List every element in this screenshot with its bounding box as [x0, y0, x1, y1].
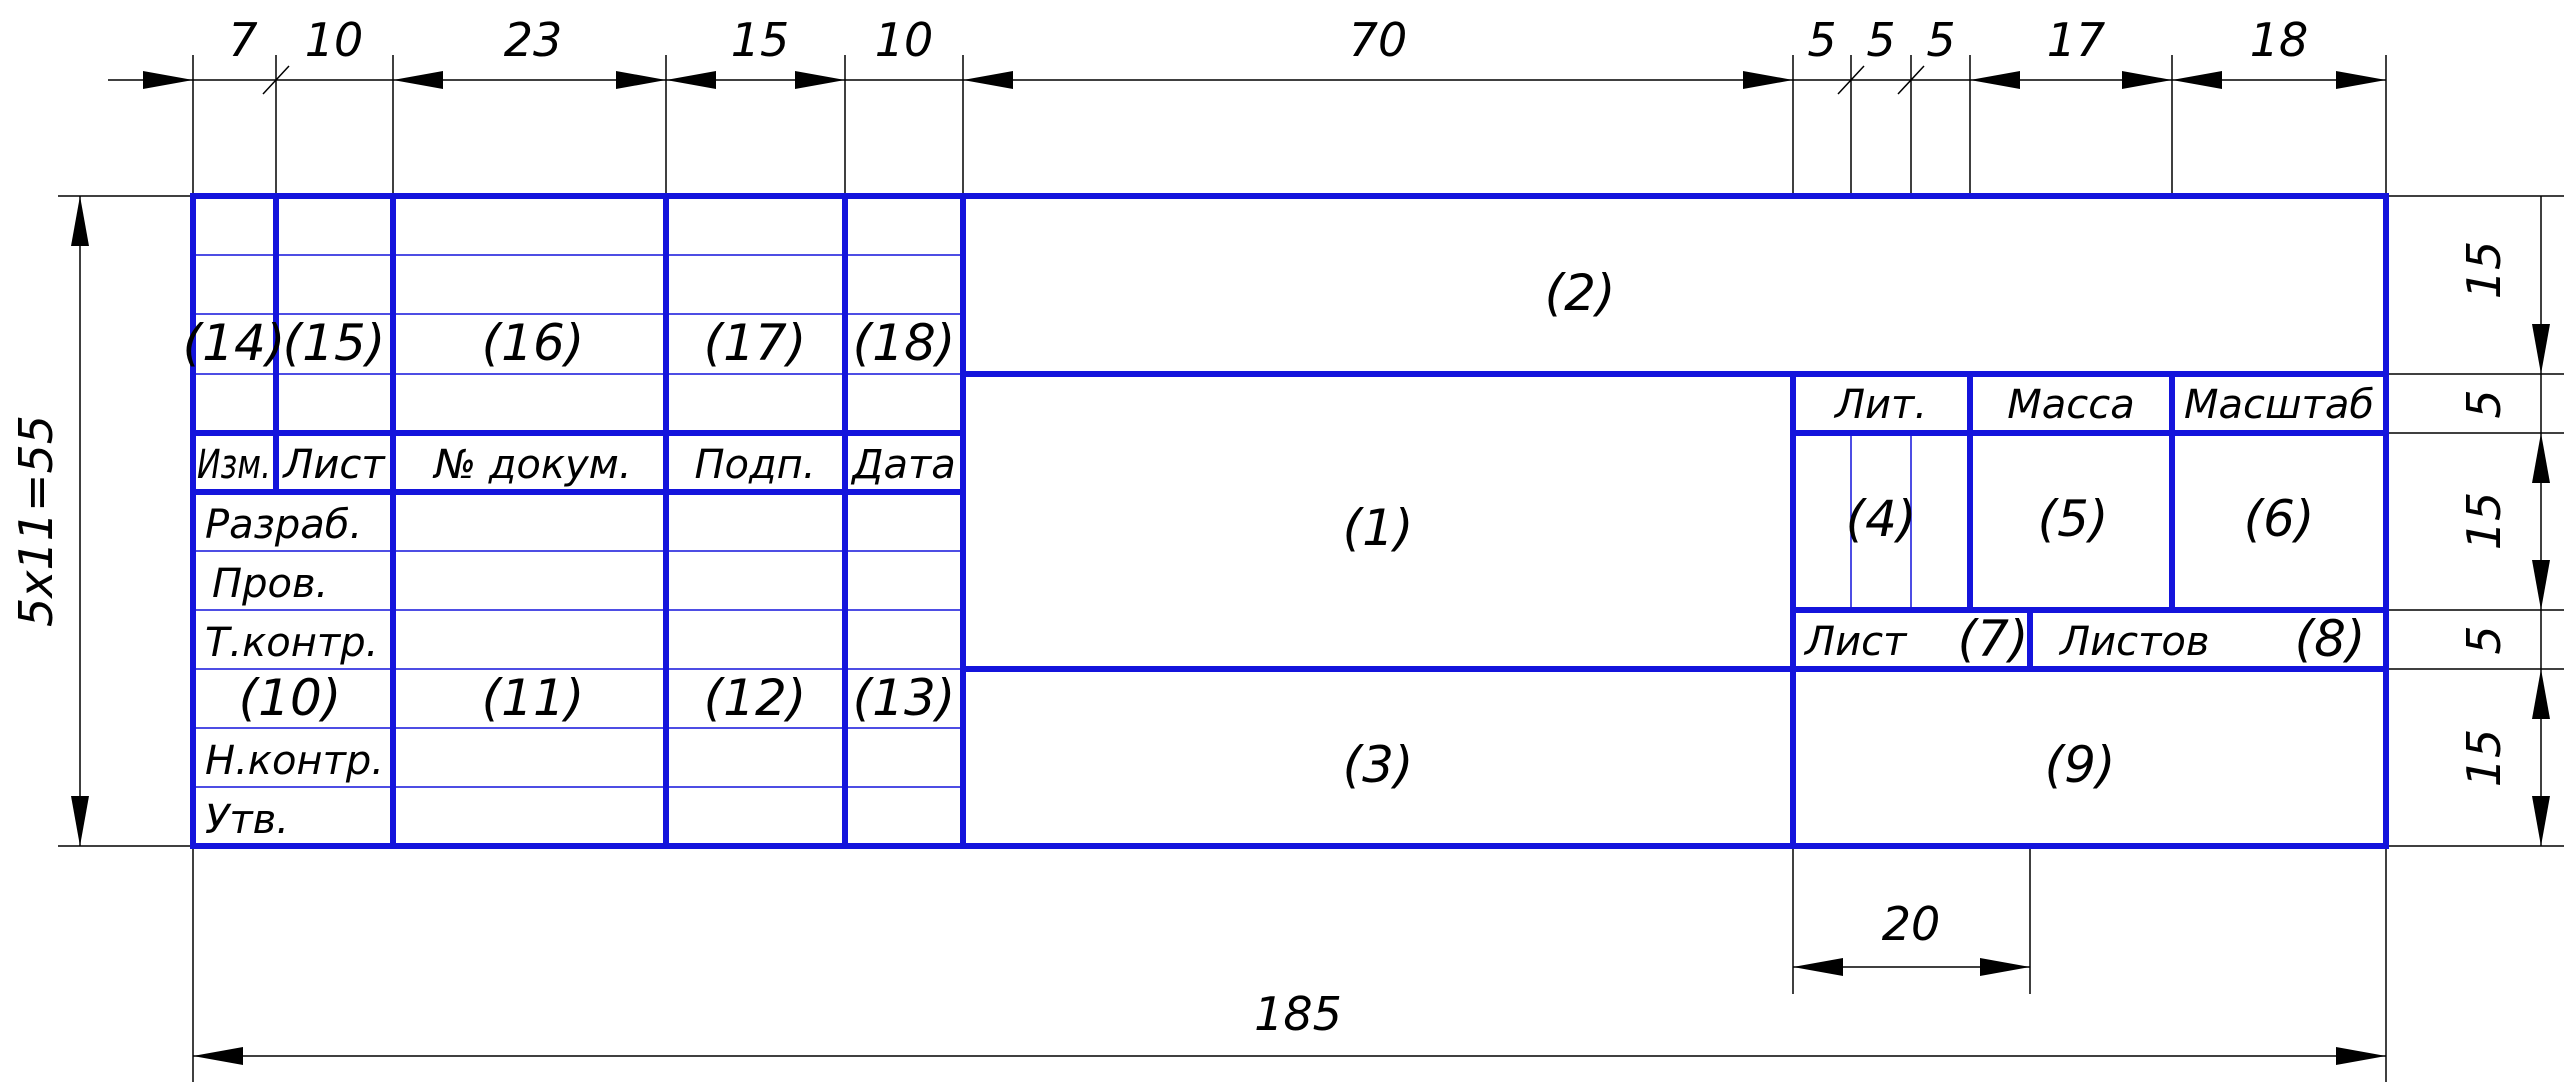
label-prov: Пров. — [212, 561, 328, 607]
title-block-frame — [190, 193, 2389, 849]
field-16: (16) — [482, 314, 585, 372]
arrow-right-icon — [2336, 71, 2386, 89]
arrow-right-icon — [2336, 1047, 2386, 1065]
label-massa: Масса — [2007, 382, 2135, 428]
dimension-arrows — [71, 71, 2550, 1065]
arrow-right-icon — [616, 71, 666, 89]
field-13: (13) — [853, 669, 956, 727]
label-listov: Листов — [2058, 619, 2209, 665]
field-11: (11) — [482, 669, 585, 727]
label-podp: Подп. — [694, 442, 815, 488]
dim-top-8: 5 — [1866, 13, 1895, 67]
field-9: (9) — [2045, 736, 2116, 794]
arrow-right-icon — [1743, 71, 1793, 89]
arrow-down-icon — [2532, 560, 2550, 610]
field-14: (14) — [183, 314, 286, 372]
dim-top-2: 10 — [305, 13, 364, 67]
arrow-down-icon — [2532, 324, 2550, 374]
dim-top-6: 70 — [1349, 13, 1408, 67]
label-list-sheet: Лист — [1803, 619, 1908, 665]
field-17: (17) — [704, 314, 807, 372]
arrow-left-icon — [2172, 71, 2222, 89]
dimension-values: 7 10 23 15 10 70 5 5 5 17 18 5x11=55 15 … — [9, 13, 2511, 1041]
dim-bottom-total: 185 — [1254, 987, 1342, 1041]
dim-top-11: 18 — [2250, 13, 2309, 67]
label-lit: Лит. — [1833, 382, 1927, 428]
arrow-right-icon — [2122, 71, 2172, 89]
dim-top-4: 15 — [731, 13, 790, 67]
field-3: (3) — [1343, 736, 1414, 794]
label-masshtab: Масштаб — [2184, 382, 2374, 428]
dim-top-10: 17 — [2047, 13, 2106, 67]
arrow-right-icon — [795, 71, 845, 89]
arrow-down-icon — [71, 796, 89, 846]
label-razrab: Разраб. — [205, 502, 362, 548]
field-2: (2) — [1545, 264, 1616, 322]
arrow-left-icon — [193, 1047, 243, 1065]
arrow-left-icon — [666, 71, 716, 89]
arrow-up-icon — [71, 196, 89, 246]
dim-right-4: 5 — [2457, 625, 2511, 654]
dimension-lines — [58, 55, 2564, 1082]
dim-top-9: 5 — [1926, 13, 1955, 67]
arrow-left-icon — [963, 71, 1013, 89]
dim-bottom-inner: 20 — [1882, 897, 1941, 951]
cell-labels: Изм. Лист № докум. Подп. Дата Разраб. Пр… — [197, 382, 2374, 843]
arrow-left-icon — [1970, 71, 2020, 89]
arrow-right-icon — [1980, 958, 2030, 976]
field-7: (7) — [1958, 610, 2029, 668]
dim-right-3: 15 — [2457, 492, 2511, 551]
arrow-up-icon — [2532, 433, 2550, 483]
dim-right-2: 5 — [2457, 389, 2511, 418]
field-10: (10) — [239, 669, 342, 727]
dim-right-5: 15 — [2457, 729, 2511, 788]
field-5: (5) — [2038, 490, 2109, 548]
label-tkontr: Т.контр. — [205, 620, 378, 666]
dim-top-5: 10 — [875, 13, 934, 67]
label-izm: Изм. — [197, 442, 271, 488]
dim-left: 5x11=55 — [9, 415, 63, 627]
dim-top-3: 23 — [504, 13, 563, 67]
arrow-up-icon — [2532, 669, 2550, 719]
field-6: (6) — [2244, 490, 2315, 548]
arrow-right-icon — [143, 71, 193, 89]
field-4: (4) — [1846, 490, 1917, 548]
field-18: (18) — [853, 314, 956, 372]
dim-top-1: 7 — [228, 13, 257, 67]
label-data: Дата — [850, 442, 956, 488]
field-15: (15) — [283, 314, 386, 372]
arrow-left-icon — [393, 71, 443, 89]
field-numbers: (2) (1) (3) (4) (5) (6) (7) (8) (9) (10)… — [183, 264, 2366, 794]
label-doc-no: № докум. — [432, 442, 631, 488]
dim-top-7: 5 — [1807, 13, 1836, 67]
field-12: (12) — [704, 669, 807, 727]
label-list: Лист — [281, 442, 386, 488]
dim-right-1: 15 — [2457, 241, 2511, 300]
field-8: (8) — [2295, 610, 2366, 668]
label-nkontr: Н.контр. — [205, 738, 384, 784]
field-1: (1) — [1343, 499, 1414, 557]
arrow-left-icon — [1793, 958, 1843, 976]
label-utv: Утв. — [205, 797, 289, 843]
arrow-down-icon — [2532, 796, 2550, 846]
